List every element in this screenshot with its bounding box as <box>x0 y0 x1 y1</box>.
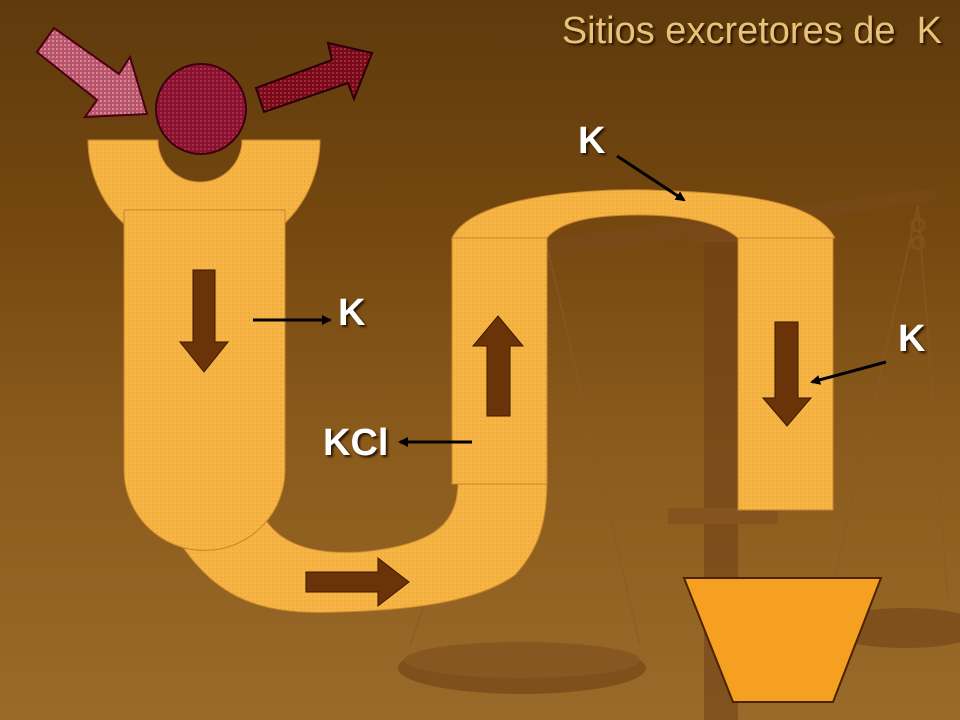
flow-arrow-up-ascending <box>471 315 525 417</box>
flow-arrow-right-bottom <box>305 556 410 608</box>
distal-arch <box>451 189 836 239</box>
flow-arrow-down-collecting <box>761 321 813 427</box>
afferent-arrow <box>35 26 149 119</box>
loop-bottom-bend <box>177 479 548 613</box>
label-k-proximal: K <box>338 292 366 334</box>
glomerulus <box>155 63 247 155</box>
efferent-arrow <box>254 41 374 114</box>
collecting-cup <box>682 577 883 703</box>
proximal-tubule <box>123 209 286 551</box>
pointer-k-top <box>616 154 686 202</box>
label-k-distal: K <box>578 120 606 162</box>
label-k-collecting: K <box>898 318 926 360</box>
label-kcl-ascending: KCl <box>323 422 389 464</box>
slide-title: Sitios excretores de K <box>561 10 942 52</box>
pointer-k-right <box>810 360 887 385</box>
flow-arrow-down-proximal <box>178 269 230 373</box>
